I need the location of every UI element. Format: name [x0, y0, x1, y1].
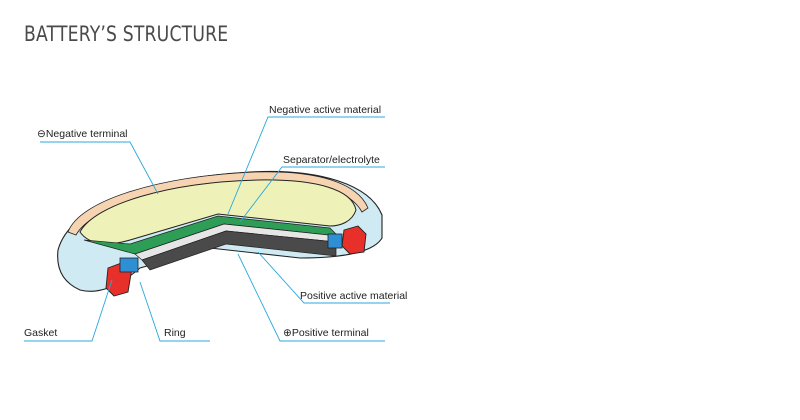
positive-active-material: [141, 230, 337, 271]
label-separator-electrolyte: Separator/electrolyte: [283, 154, 380, 166]
leader-negative-active: [227, 116, 385, 215]
leader-positive-terminal: [237, 253, 385, 342]
plus-symbol-icon: ⊕: [283, 327, 292, 339]
leader-ring: [139, 281, 210, 342]
positive-terminal-text: Positive terminal: [292, 327, 369, 339]
minus-symbol-icon: ⊖: [37, 128, 46, 140]
ring-right: [327, 233, 343, 249]
label-negative-active-material: Negative active material: [269, 104, 381, 116]
negative-terminal-top: [79, 179, 357, 245]
label-positive-terminal: ⊕Positive terminal: [283, 327, 369, 339]
leader-gasket: [24, 279, 113, 342]
ring-left: [119, 257, 139, 273]
leader-positive-active: [257, 251, 390, 304]
label-positive-active-material: Positive active material: [300, 290, 407, 302]
leader-negative-terminal: [40, 141, 159, 195]
label-negative-terminal: ⊖Negative terminal: [37, 128, 128, 140]
page-title: BATTERY’S STRUCTURE: [24, 22, 229, 46]
gasket-right: [341, 225, 367, 255]
negative-terminal-text: Negative terminal: [46, 128, 128, 140]
label-ring: Ring: [164, 327, 186, 339]
leader-separator: [239, 166, 385, 223]
label-gasket: Gasket: [24, 327, 57, 339]
